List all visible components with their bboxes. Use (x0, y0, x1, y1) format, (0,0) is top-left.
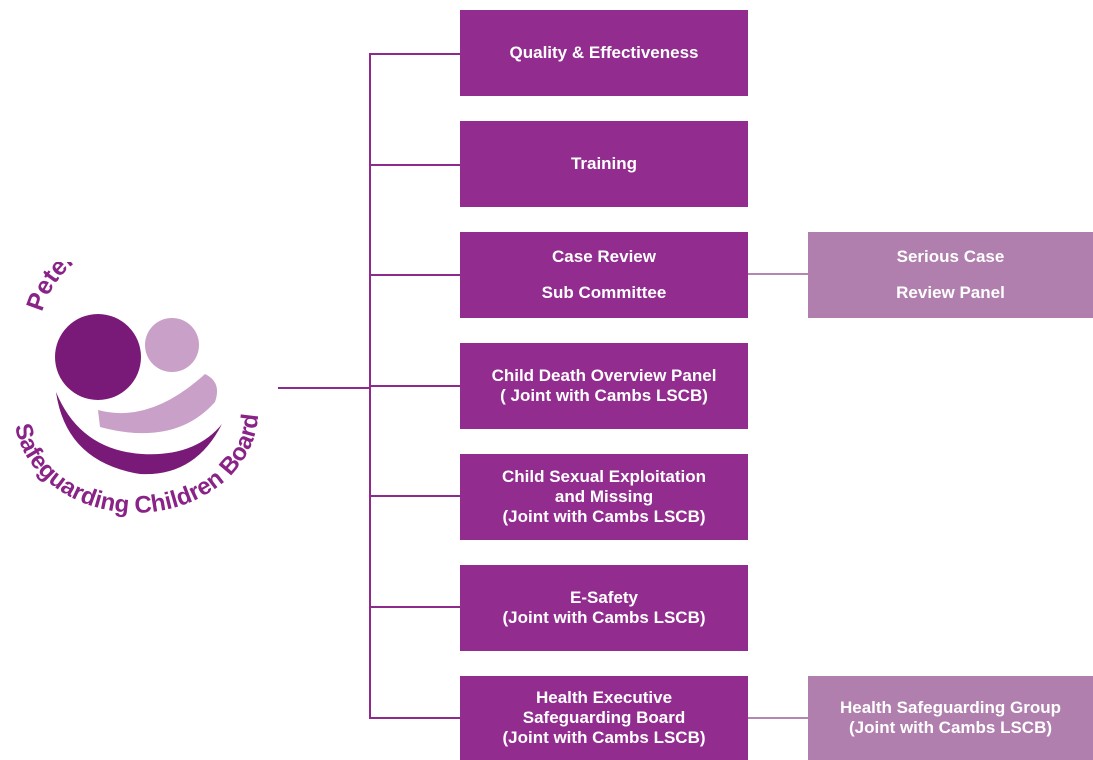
branch-3 (369, 274, 460, 276)
box-e-safety: E-Safety (Joint with Cambs LSCB) (460, 565, 748, 651)
box-label: Sub Committee (541, 283, 667, 302)
box-child-death-overview: Child Death Overview Panel ( Joint with … (460, 343, 748, 429)
logo-child-head (145, 318, 199, 372)
box-label: Training (570, 154, 638, 173)
box-label: (Joint with Cambs LSCB) (502, 608, 706, 627)
box-health-safeguarding-group: Health Safeguarding Group (Joint with Ca… (808, 676, 1093, 760)
box-quality-effectiveness: Quality & Effectiveness (460, 10, 748, 96)
logo-adult-arc (56, 392, 222, 475)
logo-top-text: Peterborough (21, 262, 180, 314)
box-label: E-Safety (569, 588, 639, 607)
box-label: (Joint with Cambs LSCB) (848, 718, 1053, 737)
branch-1 (369, 53, 460, 55)
box-label: and Missing (554, 487, 654, 506)
box-label: (Joint with Cambs LSCB) (502, 507, 706, 526)
box-child-sexual-exploitation: Child Sexual Exploitation and Missing (J… (460, 454, 748, 540)
branch-5 (369, 495, 460, 497)
box-label: Health Executive (535, 688, 673, 707)
peterborough-lscb-logo: Peterborough Safeguarding Children Board (9, 262, 264, 519)
branch-6 (369, 606, 460, 608)
box-label: Safeguarding Board (522, 708, 686, 727)
branch-2 (369, 164, 460, 166)
box-training: Training (460, 121, 748, 207)
box-label: Child Death Overview Panel (491, 366, 717, 385)
logo-child-arc (98, 374, 218, 434)
box-health-executive: Health Executive Safeguarding Board (Joi… (460, 676, 748, 760)
box-label: Child Sexual Exploitation (501, 467, 707, 486)
box-serious-case-review-panel: Serious Case Review Panel (808, 232, 1093, 318)
box-case-review: Case Review Sub Committee (460, 232, 748, 318)
box-label: Case Review (552, 247, 656, 266)
side-link-health-safeguarding (748, 717, 808, 719)
side-link-serious-case (748, 273, 808, 275)
logo-adult-head (55, 314, 141, 400)
box-label: Quality & Effectiveness (509, 43, 699, 62)
box-label: Serious Case (896, 247, 1005, 266)
box-label: ( Joint with Cambs LSCB) (500, 386, 708, 405)
box-label: (Joint with Cambs LSCB) (502, 728, 706, 747)
box-label: Health Safeguarding Group (839, 698, 1062, 717)
logo-connector (278, 387, 370, 389)
box-label: Review Panel (896, 283, 1005, 302)
branch-7 (369, 717, 460, 719)
branch-4 (369, 385, 460, 387)
